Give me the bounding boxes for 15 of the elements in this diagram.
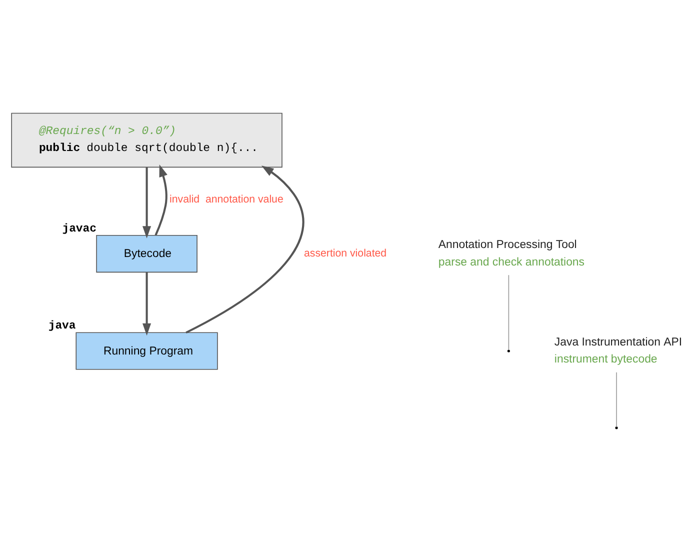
arrow — [154, 164, 168, 236]
node-box: @Requires(“n > 0.0”) public double sqrt(double n){... — [11, 112, 282, 168]
node-text: Annotation Processing Tool parse and check annotations — [438, 238, 584, 268]
node-label: java — [48, 319, 76, 332]
edge-label: assertion violated — [304, 247, 387, 260]
node-label: javac — [62, 222, 97, 235]
arrow — [186, 165, 304, 334]
node-box: Running Program — [76, 332, 218, 370]
edge-label: invalid annotation value — [170, 193, 284, 206]
node-box: Bytecode — [96, 234, 198, 272]
connector — [508, 274, 510, 350]
arrow — [142, 272, 152, 336]
arrow — [142, 166, 152, 238]
node-text: Java Instrumentation API instrument bytecode — [554, 336, 682, 366]
connector — [616, 371, 617, 427]
